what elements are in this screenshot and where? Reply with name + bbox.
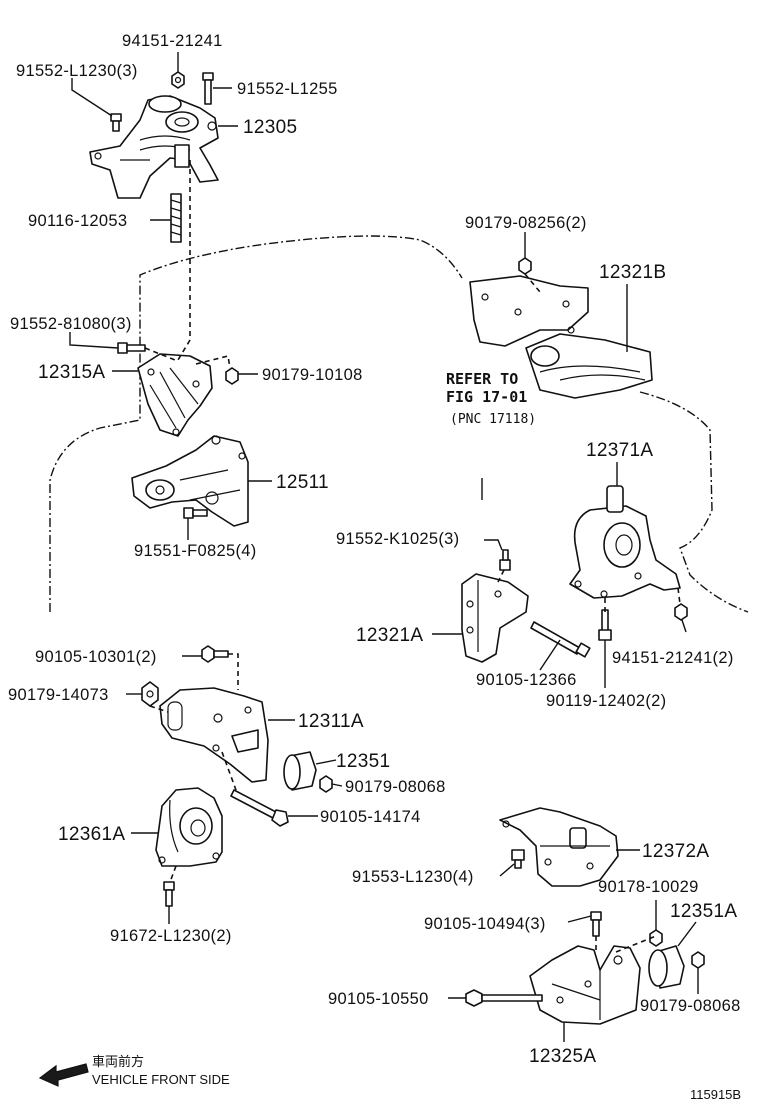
label-90105-14174: 90105-14174 [320, 808, 421, 826]
bracket-12315A [137, 353, 213, 437]
label-90178-10029: 90178-10029 [598, 878, 699, 896]
label-90116-12053: 90116-12053 [28, 212, 127, 230]
mount-12371A [569, 485, 681, 599]
connector-line [221, 751, 237, 791]
nut-94151-21241-2 [674, 603, 688, 621]
label-91553-L1230-4: 91553-L1230(4) [352, 868, 474, 886]
label-12361A: 12361A [58, 824, 125, 845]
label-90105-10301-2: 90105-10301(2) [35, 648, 157, 666]
label-90179-14073: 90179-14073 [8, 686, 109, 704]
bolt-91552-L1230-top [110, 113, 122, 132]
label-94151-21241-2: 94151-21241(2) [612, 649, 734, 667]
label-12371A: 12371A [586, 440, 653, 461]
label-91551-F0825-4: 91551-F0825(4) [134, 542, 257, 560]
label-90105-10550: 90105-10550 [328, 990, 429, 1008]
front-arrow-icon [38, 1063, 89, 1087]
label-91672-L1230-2: 91672-L1230(2) [110, 927, 232, 945]
bolt-91552-81080 [117, 342, 146, 354]
label-12351A: 12351A [670, 901, 737, 922]
mount-12305 [89, 95, 219, 199]
bolt-90119-12402 [598, 609, 612, 641]
label-12321B: 12321B [599, 262, 666, 283]
label-90179-08068-a: 90179-08068 [345, 778, 446, 796]
bushing-12351 [283, 751, 317, 791]
leader-lines [69, 52, 699, 1042]
connector-line [497, 569, 505, 583]
label-90179-08068-b: 90179-08068 [640, 997, 741, 1015]
bolt-90105-10494 [590, 911, 602, 937]
direction-label-en: VEHICLE FRONT SIDE [92, 1072, 230, 1087]
transaxle-outline [639, 391, 749, 613]
connector-line [169, 865, 177, 883]
label-91552-L1230-3: 91552-L1230(3) [16, 62, 138, 80]
connector-line [177, 160, 191, 361]
bracket-12325A [529, 945, 641, 1025]
engine-outline [49, 235, 463, 612]
bracket-12372A [499, 807, 619, 887]
label-90179-10108: 90179-10108 [262, 366, 363, 384]
direction-label-jp: 車両前方 [92, 1054, 144, 1069]
connector-line [195, 355, 231, 369]
front-direction-indicator: 車両前方 VEHICLE FRONT SIDE [38, 1054, 230, 1087]
label-12325A: 12325A [529, 1046, 596, 1067]
connector-line [615, 935, 657, 953]
bolt-91672-L1230 [163, 881, 175, 907]
bracket-12321B [469, 275, 653, 399]
connector-line [677, 587, 681, 605]
label-90105-12366: 90105-12366 [476, 671, 577, 689]
connector-line [524, 273, 541, 293]
label-91552-81080-3: 91552-81080(3) [10, 315, 132, 333]
bolt-90105-10301 [201, 645, 229, 663]
nut-94151-21241 [171, 71, 185, 89]
label-12351: 12351 [336, 751, 390, 772]
label-12311A: 12311A [298, 711, 364, 732]
reference-line-1: REFER TO [446, 370, 518, 388]
bracket-12311A [159, 687, 269, 783]
bolt-90105-12366 [530, 621, 591, 658]
label-12305: 12305 [243, 117, 297, 138]
nut-90179-08068-a [319, 775, 333, 793]
bolt-91551-F0825 [183, 507, 208, 519]
label-94151-21241: 94151-21241 [122, 32, 223, 50]
label-90119-12402-2: 90119-12402(2) [546, 692, 666, 710]
label-12315A: 12315A [38, 362, 105, 383]
label-90179-08256-2: 90179-08256(2) [465, 214, 587, 232]
bolt-90105-10550 [465, 989, 543, 1007]
label-12511: 12511 [276, 472, 329, 493]
bushing-12351A [648, 945, 685, 989]
label-12321A: 12321A [356, 625, 423, 646]
connector-line [228, 653, 239, 690]
nut-90179-10108 [225, 367, 239, 385]
mount-12361A [155, 787, 223, 867]
stud-90116-12053 [170, 193, 182, 243]
bracket-12511 [131, 435, 249, 527]
connector-line [149, 705, 169, 713]
bolt-90105-14174 [230, 789, 289, 827]
bolt-91552-K1025 [499, 549, 511, 571]
bolt-91553-L1230 [511, 849, 525, 869]
label-12372A: 12372A [642, 841, 709, 862]
nut-90179-08256 [518, 257, 532, 275]
nut-90179-14073 [141, 681, 159, 707]
reference-line-3: (PNC 17118) [450, 412, 536, 427]
label-90105-10494-3: 90105-10494(3) [424, 915, 546, 933]
reference-line-2: FIG 17-01 [446, 388, 527, 406]
label-91552-L1255: 91552-L1255 [237, 80, 338, 98]
figure-id: 115915B [690, 1087, 741, 1102]
label-91552-K1025-3: 91552-K1025(3) [336, 530, 459, 548]
bolt-91552-L1255 [202, 72, 214, 105]
bracket-12321A [461, 573, 529, 663]
nut-90179-08068-b [691, 951, 705, 969]
